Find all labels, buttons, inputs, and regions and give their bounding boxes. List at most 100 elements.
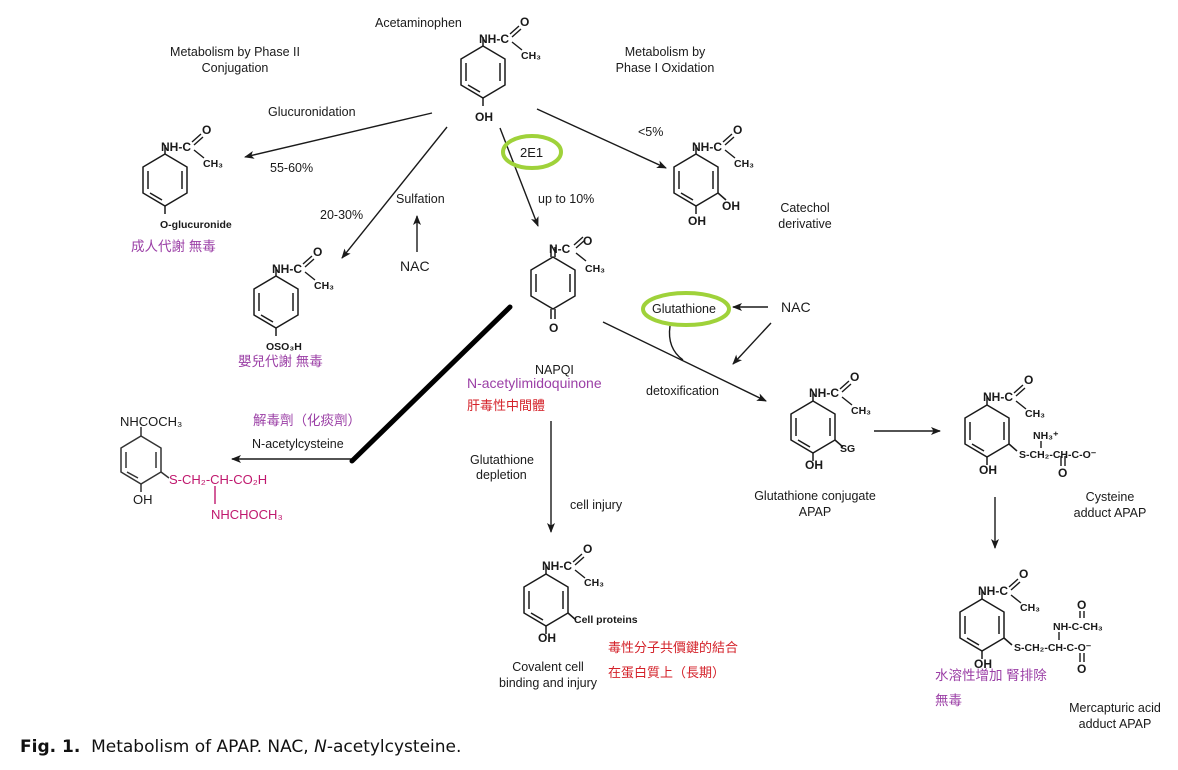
label-sulfation-pct: 20-30% (320, 208, 364, 222)
catechol-oh-meta: OH (722, 199, 740, 213)
glutathione-joining-curve (668, 325, 684, 361)
ring-catechol (673, 145, 727, 214)
catechol-ch3: CH₃ (734, 158, 754, 170)
ring-acetaminophen (460, 37, 506, 106)
label-covalent-line1: Covalent cell (512, 660, 584, 674)
gsh-oh: OH (805, 458, 823, 472)
note-covalent-binding-1: 毒性分子共價鍵的結合 (608, 640, 739, 655)
merc-carboxyl-o: O (1077, 662, 1086, 676)
caption-text-prefix: Metabolism of APAP. NAC, (91, 737, 315, 757)
arrow-nac-to-detox (732, 322, 772, 365)
arrow-detoxification (602, 321, 767, 402)
antidote-thick-line (349, 304, 513, 464)
label-catechol-line2: derivative (778, 217, 832, 231)
label-gsh-conjugate-line2: APAP (798, 505, 832, 519)
label-enzyme-2e1: 2E1 (520, 145, 544, 160)
gsh-sg: SG (840, 443, 855, 455)
apap-oh: OH (475, 110, 493, 124)
merc-o: O (1019, 567, 1028, 581)
note-antidote: 解毒劑（化痰劑） (253, 413, 361, 428)
merc-side-chain: S-CH₂-CH-C-O⁻ (1014, 642, 1092, 654)
glucuronide-o-glucuronide: O-glucuronide (160, 219, 232, 231)
caption-italic: N (314, 737, 327, 757)
label-napqi: NAPQI (535, 363, 574, 377)
ring-sulfate (253, 267, 299, 336)
note-water-soluble: 水溶性增加 腎排除 (935, 668, 1047, 683)
protein-ch3: CH₃ (584, 577, 604, 589)
cys-carboxyl-o: O (1058, 466, 1067, 480)
highlight-ring-2e1 (501, 134, 563, 170)
nac-adduct-side-chain: S-CH₂-CH-CO₂H (169, 472, 267, 487)
label-detoxification: detoxification (646, 384, 719, 398)
merc-ch3: CH₃ (1020, 602, 1040, 614)
label-catechol-pct: <5% (638, 125, 664, 139)
label-covalent-line2: binding and injury (499, 676, 597, 690)
gsh-nh: NH-C (809, 386, 839, 400)
note-non-toxic: 無毒 (935, 693, 962, 708)
label-nac-glutathione: NAC (781, 299, 811, 315)
acetyl-bonds (191, 25, 1085, 662)
catechol-o: O (733, 123, 742, 137)
apap-ch3: CH₃ (521, 50, 541, 62)
label-mercapturic-line1: Mercapturic acid (1069, 701, 1161, 715)
apap-o: O (520, 15, 529, 29)
label-sulfation: Sulfation (396, 192, 445, 206)
sulfate-ch3: CH₃ (314, 280, 334, 292)
merc-acetyl: NH-C-CH₃ (1053, 621, 1103, 633)
nac-adduct-oh: OH (133, 492, 153, 507)
glucuronide-nh: NH-C (161, 140, 191, 154)
ring-mercapturic (959, 590, 1013, 659)
cys-ch3: CH₃ (1025, 408, 1045, 420)
sulfate-nh: NH-C (272, 262, 302, 276)
label-glutathione-depletion-line2: depletion (476, 468, 527, 482)
gsh-ch3: CH₃ (851, 405, 871, 417)
cys-nh3: NH₃⁺ (1033, 430, 1059, 442)
merc-oh: OH (974, 657, 992, 671)
merc-acetyl-o: O (1077, 598, 1086, 612)
label-acetaminophen: Acetaminophen (375, 16, 462, 30)
ring-nac-adduct (120, 427, 170, 492)
note-infant-metabolism: 嬰兒代謝 無毒 (238, 354, 323, 369)
label-phase2-line1: Metabolism by Phase II (170, 45, 300, 59)
label-phase1-line1: Metabolism by (624, 45, 706, 59)
note-hepatotoxic-intermediate: 肝毒性中間體 (467, 398, 546, 413)
merc-nh: NH-C (978, 584, 1008, 598)
cys-o: O (1024, 373, 1033, 387)
cys-nh: NH-C (983, 390, 1013, 404)
note-covalent-binding-2: 在蛋白質上（長期） (608, 665, 726, 680)
label-cysteine-line2: adduct APAP (1073, 506, 1147, 520)
label-napqi-full-name: N-acetylimidoquinone (467, 375, 602, 391)
protein-cell-proteins: Cell proteins (574, 614, 638, 626)
protein-o: O (583, 542, 592, 556)
label-cysteine-line1: Cysteine (1085, 490, 1135, 504)
cys-oh: OH (979, 463, 997, 477)
glucuronide-o: O (202, 123, 211, 137)
label-napqi-pct: up to 10% (538, 192, 595, 206)
label-glutathione-depletion-line1: Glutathione (470, 453, 534, 467)
catechol-nh: NH-C (692, 140, 722, 154)
caption-fig-number: Fig. 1. (20, 737, 81, 757)
label-glucuronidation: Glucuronidation (268, 105, 356, 119)
apap-nh: NH-C (479, 32, 509, 46)
label-n-acetylcysteine-arrow: N-acetylcysteine (252, 437, 344, 451)
gsh-o: O (850, 370, 859, 384)
protein-oh: OH (538, 631, 556, 645)
figure-caption: Fig. 1. Metabolism of APAP. NAC, N-acety… (20, 737, 461, 757)
ring-gsh-conjugate (790, 392, 844, 461)
arrow-to-catechol (536, 108, 667, 169)
label-catechol-line1: Catechol (780, 201, 830, 215)
napqi-n: N-C (549, 242, 571, 256)
glucuronide-ch3: CH₃ (203, 158, 223, 170)
label-phase1-line2: Phase I Oxidation (615, 61, 715, 75)
label-glutathione: Glutathione (652, 302, 716, 316)
napqi-o: O (583, 234, 592, 248)
napqi-ch3: CH₃ (585, 263, 605, 275)
protein-nh: NH-C (542, 559, 572, 573)
arrow-glucuronidation (244, 112, 433, 159)
ring-glucuronide (142, 145, 188, 214)
arrow-sulfation (341, 126, 448, 259)
ring-napqi (530, 247, 576, 319)
label-phase2-line2: Conjugation (201, 61, 269, 75)
sulfate-oso3h: OSO₃H (266, 341, 302, 353)
